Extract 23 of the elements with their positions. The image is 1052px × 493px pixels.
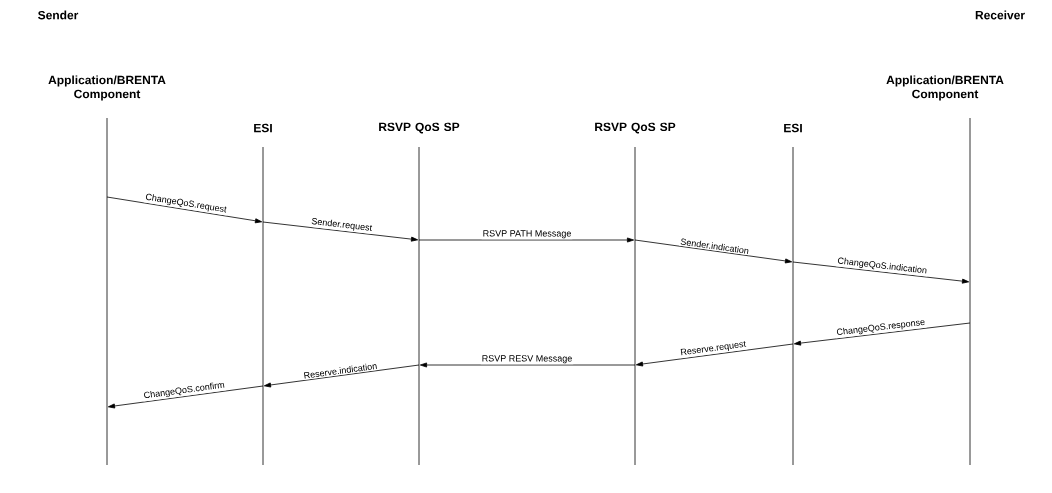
message-label: RSVP RESV Message [480,354,574,365]
lifeline-header: Application/BRENTA Component [48,75,166,101]
message-arrow [634,239,793,264]
participant-title: Sender [38,10,79,20]
participant-title: Receiver [975,10,1025,20]
message-label: Sender.request [309,216,374,234]
message-arrow [635,343,794,367]
message-label: RSVP PATH Message [481,229,573,240]
lifeline-header: ESI [254,123,272,133]
message-arrow [106,196,263,224]
lifeline-header: Application/BRENTA Component [886,75,1004,101]
message-label: Reserve.request [678,339,748,359]
lifeline-header: RSVP QoS SP [379,122,460,134]
message-arrow [792,261,970,284]
message-arrow [793,322,971,346]
lifeline-header: RSVP QoS SP [595,122,676,134]
message-arrow [263,364,420,388]
message-arrow [418,237,635,243]
message-arrow [262,221,419,242]
message-label: ChangeQoS.response [835,317,927,339]
lifeline-header: ESI [784,123,802,133]
message-arrow [419,362,636,368]
message-arrow [107,385,264,409]
